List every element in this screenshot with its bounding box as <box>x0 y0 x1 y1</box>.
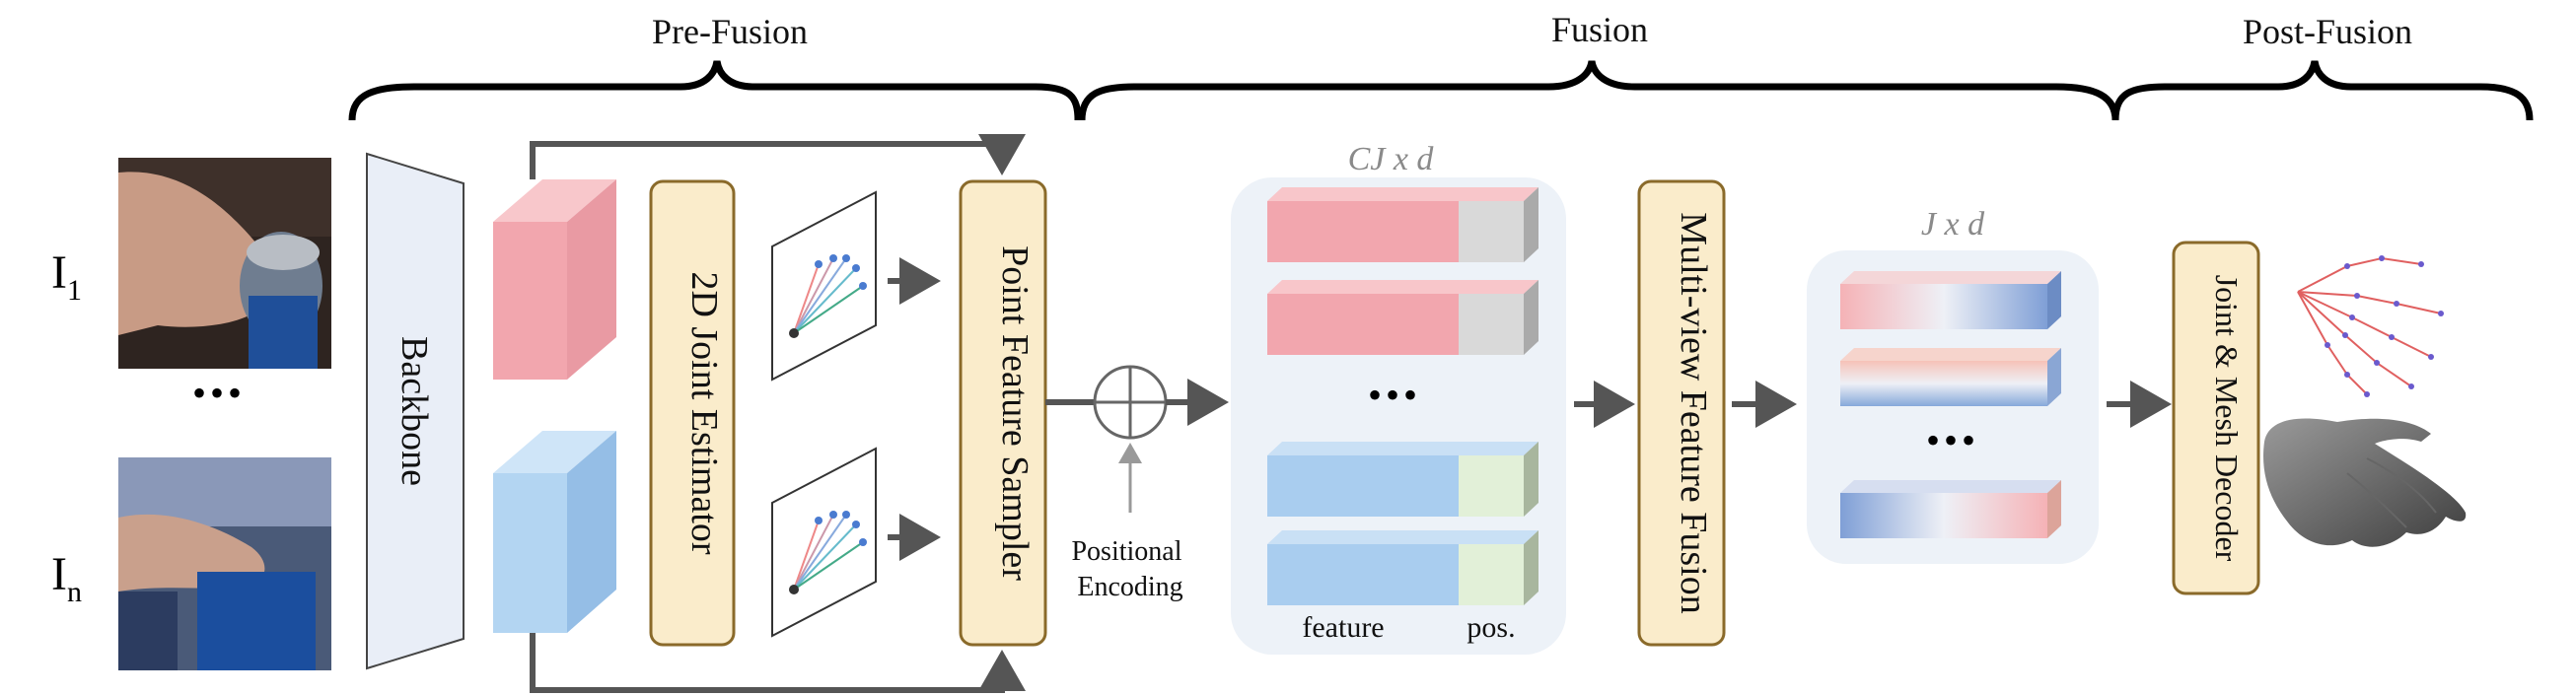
input-image-last <box>118 457 331 670</box>
input-image-first <box>118 158 331 369</box>
fusion-title: Fusion <box>1551 10 1648 49</box>
feature-label: feature <box>1302 611 1384 644</box>
feature-map-pink <box>493 179 616 380</box>
token-pink-1 <box>1267 187 1538 262</box>
positional-encoding-label: Positional Encoding <box>1071 536 1188 602</box>
point-sampler-label: Point Feature Sampler <box>994 245 1036 581</box>
fused-token-panel: ••• <box>1807 250 2099 564</box>
multiview-fusion-label: Multi-view Feature Fusion <box>1673 212 1714 613</box>
fused-dims-label: J x d <box>1921 206 1985 243</box>
fusion-brace <box>1078 60 2119 121</box>
token-blue-2 <box>1267 530 1538 605</box>
hand-mesh-output <box>2263 418 2467 547</box>
decoder-module: Joint & Mesh Decoder <box>2172 241 2260 595</box>
joint-estimator-label: 2D Joint Estimator <box>683 271 725 554</box>
pre-fusion-title: Pre-Fusion <box>652 12 808 51</box>
joint-heatmap-top <box>771 190 877 382</box>
fused-token-3 <box>1840 480 2061 538</box>
point-sampler-module: Point Feature Sampler <box>959 179 1047 647</box>
add-operator <box>1093 365 1168 440</box>
fused-tokens-ellipsis: ••• <box>1926 418 1979 462</box>
pos-label: pos. <box>1467 611 1515 644</box>
fused-token-1 <box>1840 271 2061 329</box>
skeleton-output <box>2297 256 2442 395</box>
backbone-module: Backbone <box>366 152 465 670</box>
backbone-label: Backbone <box>394 336 435 486</box>
post-fusion-brace <box>2111 60 2534 121</box>
tokens-ellipsis: ••• <box>1368 373 1421 417</box>
input-label-first: I1 <box>51 246 82 307</box>
token-blue-1 <box>1267 442 1538 517</box>
decoder-label: Joint & Mesh Decoder <box>2209 275 2245 562</box>
joint-estimator-module: 2D Joint Estimator <box>649 179 736 647</box>
input-label-last: In <box>51 548 82 608</box>
multiview-fusion-module: Multi-view Feature Fusion <box>1637 179 1726 647</box>
feature-map-blue <box>493 431 616 633</box>
skip-connection-top <box>530 134 1026 179</box>
pre-fusion-brace <box>348 60 1082 121</box>
skip-connection-bottom <box>530 633 1026 693</box>
token-pink-2 <box>1267 280 1538 355</box>
token-panel: ••• feature pos. <box>1231 177 1566 655</box>
tokens-dims-label: CJ x d <box>1348 141 1435 177</box>
fused-token-2 <box>1840 348 2061 406</box>
skeleton-joints <box>2325 255 2444 397</box>
joint-heatmap-bottom <box>771 447 877 638</box>
input-ellipsis: ••• <box>192 371 246 415</box>
post-fusion-title: Post-Fusion <box>2243 12 2412 51</box>
